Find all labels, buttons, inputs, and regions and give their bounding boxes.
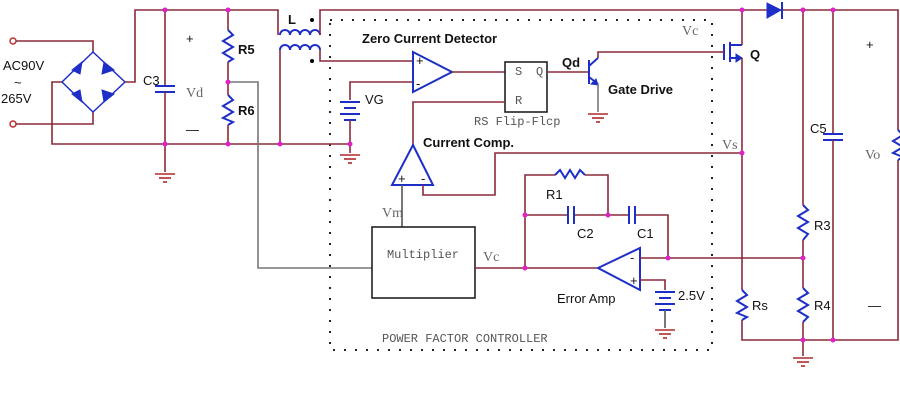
vc-label: Vc [483,250,499,265]
sr-r-pin: R [515,94,522,108]
capacitor-c3 [155,10,175,172]
vg-label: VG [365,92,384,107]
ground-icon [155,173,175,183]
transistor-qd [588,57,599,86]
vo-label: Vo [865,148,880,163]
sr-s-pin: S [515,65,522,79]
vm-label: Vm [382,206,403,221]
plus-sign: + [416,53,424,68]
minus-sign: - [416,76,420,91]
vd-label: Vd [186,86,203,101]
ac-input-label: AC90V [3,58,45,73]
diode-bridge [60,50,127,114]
battery-2-5v [655,291,675,311]
multiplier-block [371,226,476,299]
zero-current-detector-opamp [412,50,455,94]
resistor-r6 [220,94,236,126]
multiplier-label: Multiplier [387,248,459,262]
coupled-inductor-l [279,18,321,63]
q-label: Q [750,47,760,62]
ac-tilde: ~ [14,75,22,90]
c5-label: C5 [810,121,827,136]
r5-label: R5 [238,42,255,57]
resistor-r3 [796,204,810,241]
capacitor-c1 [628,206,636,224]
battery-vg [340,101,360,121]
r1-label: R1 [546,187,563,202]
mosfet-q [723,42,743,63]
qd-label: Qd [562,55,580,70]
resistor-r4 [796,287,810,323]
ref-voltage-label: 2.5V [678,288,705,303]
ac-input-max-label: 265V [1,91,32,106]
c1-label: C1 [637,226,654,241]
resistor-rs [734,289,750,321]
error-amplifier-opamp [595,246,641,292]
junction-dots [162,7,836,343]
error-amp-label: Error Amp [557,291,616,306]
resistor-r5 [221,29,235,63]
minus-sign: - [630,250,634,265]
ground-icon [588,113,608,123]
current-comp-label: Current Comp. [423,135,514,150]
ground-icon [655,329,675,339]
power-factor-controller-boundary [329,19,713,351]
zero-current-detector-label: Zero Current Detector [362,31,497,46]
gate-drive-label: Gate Drive [608,82,673,97]
ground-icon [793,357,813,367]
sr-q-pin: Q [536,65,543,79]
resistor-vo-load [890,129,900,161]
ground-icon [340,154,360,164]
resistor-r1 [554,168,586,180]
inductor-label: L [288,12,296,27]
rs-flip-flop-label: RS Flip-Flcp [474,115,560,129]
vo-plus: + [866,37,874,52]
capacitor-c2 [567,206,575,224]
plus-sign: + [398,171,406,186]
c3-label: C3 [143,73,160,88]
vo-minus: — [868,298,881,313]
r4-label: R4 [814,298,831,313]
r6-label: R6 [238,103,255,118]
ac-input [9,37,94,128]
rs-label: Rs [752,298,768,313]
r3-label: R3 [814,218,831,233]
vd-minus: — [186,122,199,137]
vs-label: Vs [722,138,738,153]
rs-flip-flop [504,61,548,113]
output-diode [766,2,783,19]
minus-sign: - [421,171,425,186]
current-comparator-opamp [390,142,435,186]
c2-label: C2 [577,226,594,241]
plus-sign: + [630,273,638,288]
power-factor-controller-label: POWER FACTOR CONTROLLER [382,332,548,346]
vd-plus: + [186,31,194,46]
vc-top-label: Vc [682,24,698,39]
